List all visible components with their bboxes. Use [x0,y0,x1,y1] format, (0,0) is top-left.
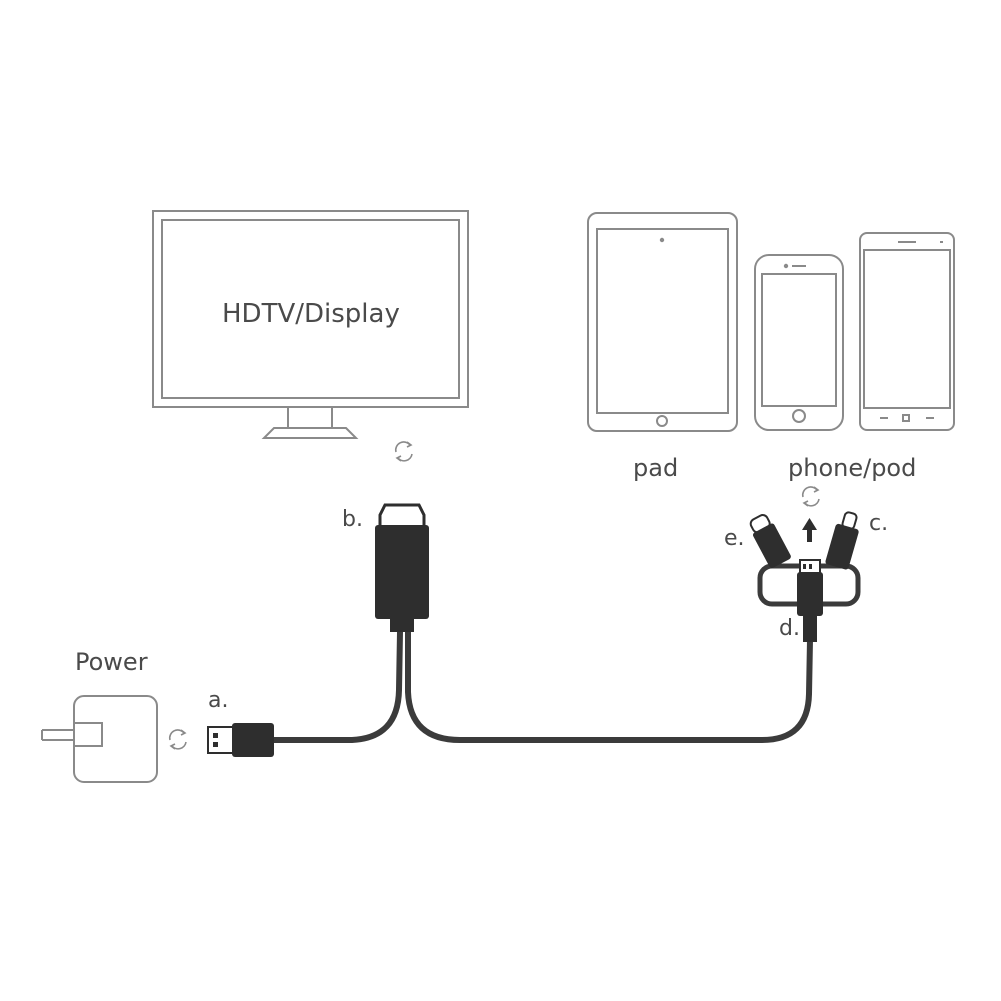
android-phone-icon [859,232,955,431]
rotate-icon [394,441,413,462]
connector-a-label: a. [208,688,229,713]
phone-label: phone/pod [788,454,917,482]
pad-label: pad [633,454,679,482]
power-label: Power [75,648,148,676]
usb-c-plug-icon [749,514,791,569]
power-adapter-icon [41,695,158,783]
arrow-up-icon [802,518,817,542]
connector-d-label: d. [779,616,800,641]
connector-b-label: b. [342,507,363,532]
cable [271,629,813,743]
display-label: HDTV/Display [222,299,400,329]
rotate-icon [168,729,187,750]
phone-icon [754,254,844,431]
hdmi-plug-icon [375,503,429,632]
connector-c-label: c. [869,511,889,536]
tablet-icon [587,212,738,432]
usb-plug-icon [207,723,274,757]
lightning-plug-icon [825,511,859,570]
connector-e-label: e. [724,526,745,551]
micro-usb-plug-icon [757,559,861,642]
rotate-icon [801,486,820,507]
monitor-icon [152,210,469,439]
